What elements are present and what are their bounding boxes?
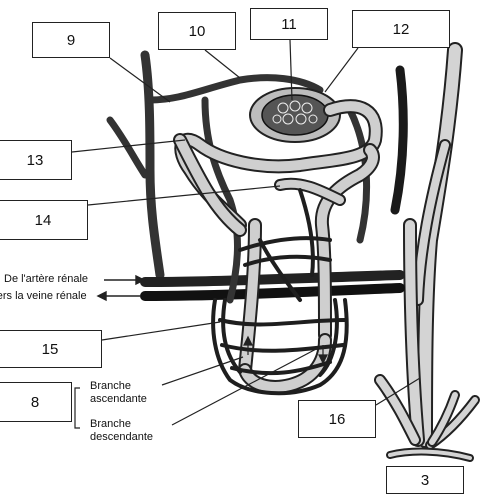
- ascending-branch-label-1: Branche: [90, 380, 131, 392]
- descending-branch-label-2: descendante: [90, 431, 153, 443]
- ascending-branch-label-2: ascendante: [90, 393, 147, 405]
- label-3: 3: [386, 466, 464, 494]
- label-12: 12: [352, 10, 450, 48]
- leader-lines: [71, 39, 421, 429]
- capillary-network: [211, 188, 349, 396]
- label-15: 15: [0, 330, 102, 368]
- label-8: 8: [0, 382, 72, 422]
- label-16: 16: [298, 400, 376, 438]
- flow-arrows: [243, 335, 328, 365]
- label-13: 13: [0, 140, 72, 180]
- label-10: 10: [158, 12, 236, 50]
- label-14: 14: [0, 200, 88, 240]
- blood-vessels: [106, 50, 408, 304]
- descending-branch-label-1: Branche: [90, 418, 131, 430]
- glomerulus: [249, 87, 341, 143]
- label-9: 9: [32, 22, 110, 58]
- vein-outflow-label: Vers la veine rénale: [0, 290, 87, 302]
- collecting-duct: [374, 42, 480, 462]
- renal-tubules: [173, 99, 383, 394]
- artery-inflow-label: De l'artère rénale: [4, 273, 89, 285]
- inflow-outflow-arrows: [96, 274, 146, 302]
- label-11: 11: [250, 8, 328, 40]
